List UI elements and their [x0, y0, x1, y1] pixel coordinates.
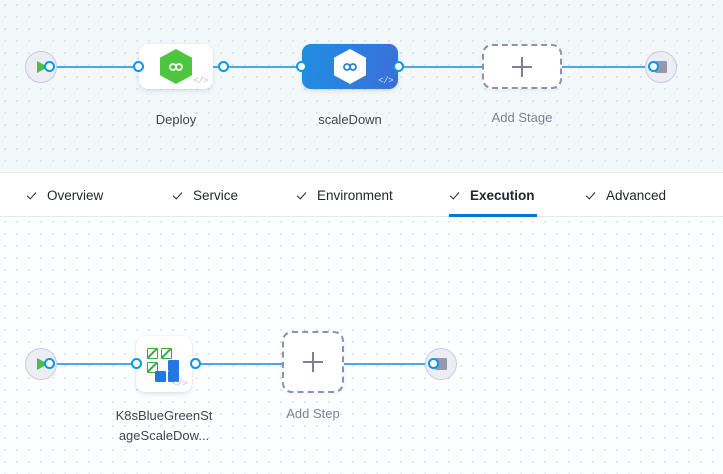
play-icon	[37, 61, 48, 73]
step-node-label-line1: K8sBlueGreenSt	[115, 408, 213, 423]
plus-icon	[303, 352, 323, 372]
stage-node-deploy[interactable]: </>	[139, 44, 213, 89]
check-icon	[28, 189, 40, 201]
check-icon	[174, 189, 186, 201]
add-step-button[interactable]	[282, 331, 344, 393]
step-node-label-line2: ageScaleDow...	[118, 428, 210, 443]
link-scaledown-to-addstage	[390, 66, 482, 69]
execution-start-node[interactable]	[25, 348, 57, 380]
tab-execution-label: Execution	[470, 187, 535, 203]
pipeline-stage-canvas[interactable]: </> Deploy </> scaleDown Add	[0, 0, 723, 172]
add-step-label: Add Step	[286, 406, 340, 421]
tab-overview[interactable]: Overview	[26, 173, 105, 217]
add-stage-button[interactable]	[482, 44, 562, 89]
stage-node-deploy-label: Deploy	[155, 112, 197, 127]
code-badge-icon[interactable]: </>	[172, 379, 187, 389]
link-start-to-deploy	[48, 66, 144, 69]
port-step-start-out[interactable]	[44, 358, 55, 369]
stage-config-tabs: Overview Service Environment Execution A…	[0, 172, 723, 217]
harness-hexagon-white-icon	[334, 49, 366, 84]
port-k8s-in[interactable]	[131, 358, 142, 369]
execution-step-canvas[interactable]: </> K8sBlueGreenSt ageScaleDow... Add St…	[0, 217, 723, 474]
check-icon	[587, 189, 599, 201]
port-scaledown-out[interactable]	[393, 61, 404, 72]
port-deploy-in[interactable]	[133, 61, 144, 72]
active-tab-underline	[449, 214, 537, 217]
tab-environment[interactable]: Environment	[296, 173, 395, 217]
tab-advanced-label: Advanced	[606, 187, 667, 203]
stage-node-scaledown-label: scaleDown	[318, 112, 382, 127]
plus-icon	[512, 56, 532, 77]
link-addstep-to-end	[344, 363, 432, 366]
tab-service[interactable]: Service	[172, 173, 240, 217]
port-end-in[interactable]	[648, 61, 659, 72]
tab-execution[interactable]: Execution	[449, 173, 537, 217]
harness-hexagon-green-icon	[160, 49, 192, 84]
port-scaledown-in[interactable]	[296, 61, 307, 72]
check-icon	[298, 189, 310, 201]
port-k8s-out[interactable]	[190, 358, 201, 369]
port-start-out[interactable]	[44, 61, 55, 72]
link-deploy-to-scaledown	[212, 66, 308, 69]
kubernetes-scale-icon	[145, 346, 183, 382]
code-badge-icon[interactable]: </>	[378, 76, 393, 86]
play-icon	[37, 358, 48, 370]
step-node-k8sbluegreenstagescaledown[interactable]: </>	[136, 336, 192, 392]
tab-overview-label: Overview	[47, 187, 104, 203]
check-icon	[451, 189, 463, 201]
port-step-end-in[interactable]	[428, 358, 439, 369]
link-k8s-to-addstep	[196, 363, 282, 366]
add-stage-label: Add Stage	[491, 110, 553, 125]
tab-advanced[interactable]: Advanced	[585, 173, 668, 217]
code-badge-icon[interactable]: </>	[193, 76, 208, 86]
tab-environment-label: Environment	[317, 187, 393, 203]
port-deploy-out[interactable]	[218, 61, 229, 72]
tab-service-label: Service	[193, 187, 239, 203]
stage-node-scaledown[interactable]: </>	[302, 44, 398, 89]
link-addstage-to-end	[562, 66, 652, 69]
link-step-start-to-k8s	[48, 363, 146, 366]
